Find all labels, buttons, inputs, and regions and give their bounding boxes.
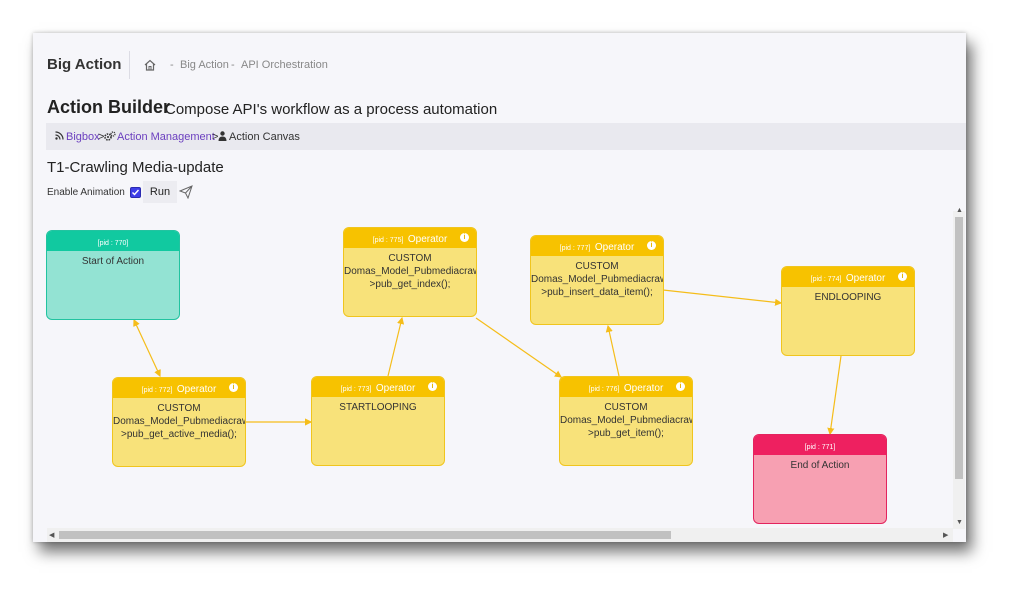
page-subtitle: Compose API's workflow as a process auto… — [165, 101, 498, 118]
node-kind: Operator — [623, 383, 664, 394]
node-pid: [pid : 775] — [372, 237, 404, 244]
crumb-api-orchestration[interactable]: API Orchestration — [241, 59, 328, 71]
node-kind: Operator — [407, 234, 448, 245]
node-pid: [pid : 772] — [141, 387, 173, 394]
home-icon[interactable] — [143, 58, 157, 72]
node-operator-777[interactable]: [pid : 777] Operator i CUSTOM Domas_Model… — [530, 235, 664, 325]
node-pid: [pid : 771] — [804, 444, 836, 451]
breadcrumb-bigbox[interactable]: Bigbox — [66, 131, 100, 143]
node-pid: [pid : 770] — [97, 240, 129, 247]
node-start[interactable]: [pid : 770] Start of Action — [46, 230, 180, 320]
info-icon[interactable]: i — [647, 241, 656, 250]
scroll-left-icon[interactable]: ◀ — [49, 532, 55, 539]
run-button[interactable]: Run — [143, 181, 177, 203]
node-kind: Operator — [845, 273, 886, 284]
canvas-title: T1-Crawling Media-update — [47, 159, 224, 176]
node-line: Domas_Model_Pubmediacrawler- — [344, 266, 476, 277]
scroll-down-icon[interactable]: ▼ — [956, 519, 963, 526]
info-icon[interactable]: i — [676, 382, 685, 391]
crumb-sep-1: - — [170, 59, 174, 71]
node-operator-772[interactable]: [pid : 772] Operator i CUSTOM Domas_Model… — [112, 377, 246, 467]
node-line: >pub_get_active_media(); — [121, 429, 237, 440]
node-kind: Operator — [375, 383, 416, 394]
node-operator-776[interactable]: [pid : 776] Operator i CUSTOM Domas_Model… — [559, 376, 693, 466]
connector-775-776 — [475, 317, 562, 378]
horizontal-scrollbar[interactable]: ◀ ▶ — [47, 528, 953, 542]
node-pid: [pid : 773] — [340, 386, 372, 393]
node-line: Domas_Model_Pubmediacrawler- — [560, 415, 692, 426]
node-label: Start of Action — [81, 256, 145, 267]
enable-animation-label: Enable Animation — [47, 187, 125, 198]
node-line: >pub_insert_data_item(); — [541, 287, 653, 298]
connector-776-777 — [605, 324, 620, 377]
cogs-icon — [104, 131, 116, 141]
vertical-scrollbar[interactable]: ▲ ▼ — [953, 207, 965, 529]
node-line: CUSTOM — [388, 253, 432, 264]
node-line: CUSTOM — [575, 261, 619, 272]
connector-773-775 — [387, 316, 405, 377]
node-kind: Operator — [176, 384, 217, 395]
node-operator-775[interactable]: [pid : 775] Operator i CUSTOM Domas_Model… — [343, 227, 477, 317]
app-window: Big Action - Big Action - API Orchestrat… — [33, 33, 966, 542]
node-end[interactable]: [pid : 771] End of Action — [753, 434, 887, 524]
node-line: Domas_Model_Pubmediacrawler- — [113, 416, 245, 427]
horizontal-scroll-thumb[interactable] — [59, 531, 671, 539]
connector-770-772 — [133, 318, 161, 378]
connector-777-774 — [662, 289, 783, 306]
node-line: CUSTOM — [157, 403, 201, 414]
breadcrumb: Bigbox > Action Management > Action Canv… — [46, 123, 966, 150]
info-icon[interactable]: i — [898, 272, 907, 281]
node-pid: [pid : 774] — [810, 276, 842, 283]
info-icon[interactable]: i — [229, 383, 238, 392]
node-line: CUSTOM — [604, 402, 648, 413]
breadcrumb-sep: > — [212, 131, 219, 143]
node-line: ENDLOOPING — [814, 292, 882, 303]
breadcrumb-action-canvas: Action Canvas — [229, 131, 300, 143]
node-operator-773[interactable]: [pid : 773] Operator i STARTLOOPING — [311, 376, 445, 466]
node-line: STARTLOOPING — [339, 402, 417, 413]
info-icon[interactable]: i — [428, 382, 437, 391]
node-line: >pub_get_index(); — [369, 279, 451, 290]
scroll-up-icon[interactable]: ▲ — [956, 207, 963, 214]
paper-plane-icon[interactable] — [179, 185, 193, 199]
top-header: Big Action - Big Action - API Orchestrat… — [33, 33, 966, 95]
brand-logo[interactable]: Big Action — [47, 56, 122, 73]
vertical-scroll-thumb[interactable] — [955, 217, 963, 479]
enable-animation-checkbox[interactable] — [130, 187, 141, 198]
connector-774-771 — [827, 355, 842, 436]
header-divider — [129, 51, 130, 79]
page-title: Action Builder — [47, 97, 171, 117]
node-operator-774[interactable]: [pid : 774] Operator i ENDLOOPING — [781, 266, 915, 356]
crumb-sep-2: - — [231, 59, 235, 71]
rss-icon — [55, 131, 64, 140]
crumb-big-action[interactable]: Big Action — [180, 59, 229, 71]
user-icon — [218, 131, 227, 141]
node-kind: Operator — [594, 242, 635, 253]
breadcrumb-sep: > — [98, 131, 105, 143]
scroll-right-icon[interactable]: ▶ — [943, 532, 949, 539]
node-pid: [pid : 776] — [588, 386, 620, 393]
node-pid: [pid : 777] — [559, 245, 591, 252]
node-label: End of Action — [790, 460, 850, 471]
info-icon[interactable]: i — [460, 233, 469, 242]
node-line: >pub_get_item(); — [588, 428, 664, 439]
breadcrumb-action-management[interactable]: Action Management — [117, 131, 215, 143]
node-line: Domas_Model_Pubmediacrawler- — [531, 274, 663, 285]
